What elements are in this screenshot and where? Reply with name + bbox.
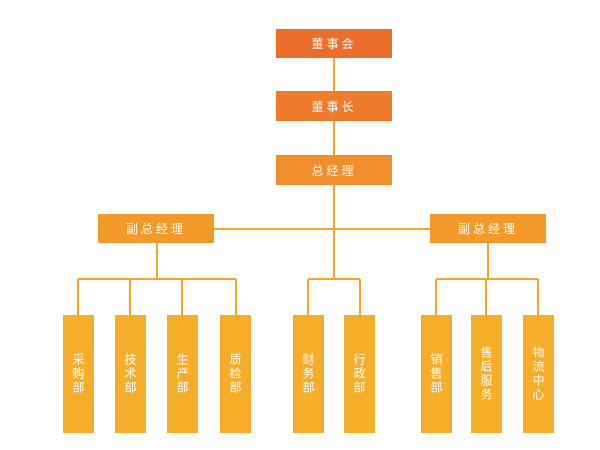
node-vp-right-label: 副总经理 bbox=[457, 222, 518, 236]
node-dept-quality-label: 质检部 bbox=[228, 353, 242, 395]
node-vp-left: 副总经理 bbox=[98, 214, 214, 243]
node-dept-procurement-label: 采购部 bbox=[71, 353, 85, 395]
node-dept-production: 生产部 bbox=[167, 315, 198, 433]
node-dept-finance: 财务部 bbox=[293, 315, 324, 433]
node-dept-technology-label: 技术部 bbox=[123, 353, 137, 395]
node-dept-sales-label: 销售部 bbox=[429, 353, 443, 395]
node-dept-finance-label: 财务部 bbox=[301, 353, 315, 395]
node-chairman: 董事长 bbox=[276, 91, 392, 121]
node-board: 董事会 bbox=[276, 29, 392, 58]
node-general-manager: 总经理 bbox=[276, 155, 392, 185]
node-vp-right: 副总经理 bbox=[430, 214, 546, 243]
node-dept-after-sales: 售后服务 bbox=[471, 315, 502, 433]
node-vp-left-label: 副总经理 bbox=[125, 222, 186, 236]
node-dept-logistics-label: 物流中心 bbox=[531, 346, 545, 402]
node-dept-after-sales-label: 售后服务 bbox=[479, 346, 493, 402]
node-dept-procurement: 采购部 bbox=[63, 315, 94, 433]
node-chairman-label: 董事长 bbox=[311, 99, 357, 114]
node-board-label: 董事会 bbox=[311, 37, 357, 51]
node-general-manager-label: 总经理 bbox=[311, 163, 357, 178]
node-dept-production-label: 生产部 bbox=[175, 353, 189, 395]
node-dept-sales: 销售部 bbox=[421, 315, 452, 433]
node-dept-logistics: 物流中心 bbox=[523, 315, 554, 433]
node-dept-quality: 质检部 bbox=[220, 315, 251, 433]
node-dept-administration: 行政部 bbox=[344, 315, 375, 433]
node-dept-technology: 技术部 bbox=[115, 315, 146, 433]
node-dept-administration-label: 行政部 bbox=[352, 353, 366, 395]
